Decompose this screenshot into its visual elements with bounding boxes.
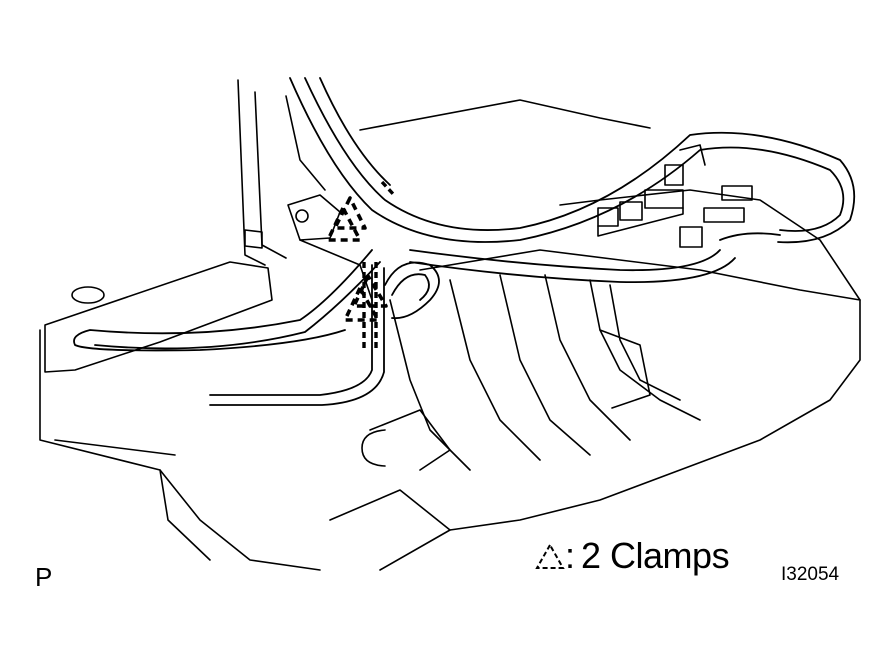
panel-clip-outline	[361, 429, 386, 467]
clamp-band	[380, 180, 397, 198]
dashed-triangle-icon	[352, 274, 388, 308]
wire-harness	[73, 77, 856, 406]
floor-panel	[39, 261, 321, 571]
connector-blocks	[597, 164, 753, 248]
dashed-triangle-icon	[326, 206, 362, 242]
figure-id: I32054	[781, 564, 840, 585]
legend-label: 2 Clamps	[581, 535, 730, 576]
legend-separator: :	[565, 535, 576, 576]
clamp-legend: : 2 Clamps	[532, 535, 730, 576]
dashed-triangle-icon	[535, 542, 565, 569]
rear-structure	[329, 99, 861, 571]
pillar-structure	[237, 79, 471, 471]
corner-label: P	[35, 562, 53, 592]
dashed-triangle-icon	[343, 286, 380, 322]
